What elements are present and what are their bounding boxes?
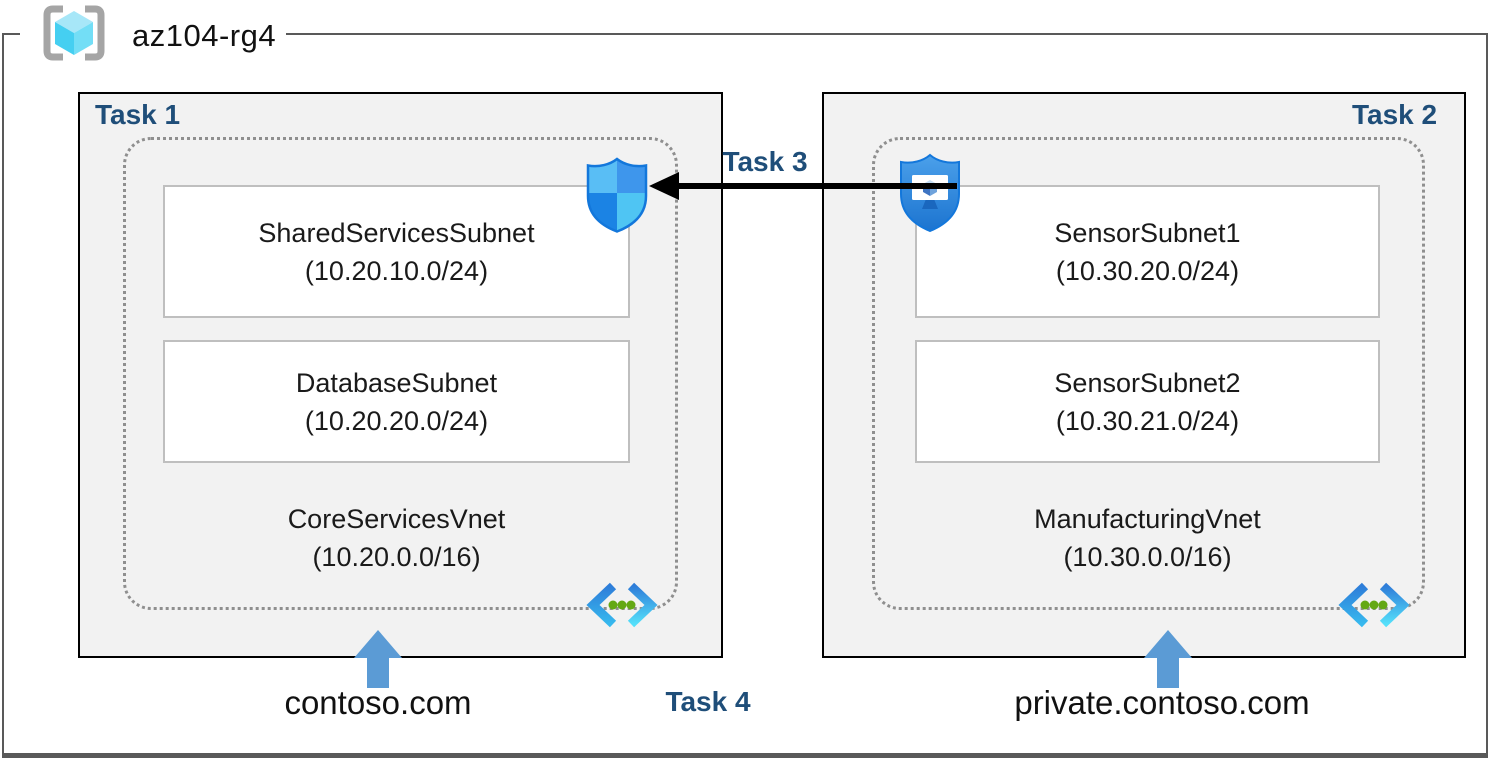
core-services-vnet-boundary: [123, 137, 678, 610]
virtual-network-icon: [1338, 582, 1410, 628]
subnet-name: DatabaseSubnet: [295, 367, 498, 398]
vnet-name: ManufacturingVnet: [1034, 504, 1261, 534]
network-security-group-shield-icon: [586, 157, 648, 233]
task1-label: Task 1: [95, 99, 181, 130]
contoso-dns-label: contoso.com: [284, 684, 472, 721]
shared-services-subnet-box: SharedServicesSubnet (10.20.10.0/24): [163, 185, 630, 318]
resource-group-name: az104-rg4: [132, 18, 277, 53]
subnet-cidr: (10.20.10.0/24): [304, 255, 489, 286]
task3-label: Task 3: [722, 146, 808, 177]
resource-group-frame: [2, 33, 1488, 758]
peering-left-arrow-icon: [649, 172, 957, 200]
private-contoso-dns-label: private.contoso.com: [1014, 684, 1310, 721]
vnet-cidr: (10.20.0.0/16): [312, 542, 481, 572]
vnet-cidr: (10.30.0.0/16): [1063, 542, 1232, 572]
virtual-network-icon: [586, 582, 658, 628]
up-arrow-icon: [354, 630, 402, 688]
resource-group-icon: [43, 5, 105, 61]
sensor-subnet2-box: SensorSubnet2 (10.30.21.0/24): [915, 340, 1380, 463]
subnet-name: SharedServicesSubnet: [258, 217, 535, 248]
core-services-vnet-label: CoreServicesVnet (10.20.0.0/16): [163, 500, 630, 576]
task2-label: Task 2: [1352, 99, 1438, 130]
subnet-name: SensorSubnet2: [1054, 367, 1241, 398]
database-subnet-box: DatabaseSubnet (10.20.20.0/24): [163, 340, 630, 463]
subnet-name: SensorSubnet1: [1054, 217, 1241, 248]
manufacturing-vnet-boundary: [872, 137, 1425, 610]
vnet-name: CoreServicesVnet: [287, 504, 506, 534]
subnet-cidr: (10.20.20.0/24): [304, 405, 489, 436]
manufacturing-vnet-label: ManufacturingVnet (10.30.0.0/16): [915, 500, 1380, 576]
sensor-subnet1-box: SensorSubnet1 (10.30.20.0/24): [915, 185, 1380, 318]
subnet-cidr: (10.30.20.0/24): [1055, 255, 1240, 286]
subnet-cidr: (10.30.21.0/24): [1055, 405, 1240, 436]
task4-label: Task 4: [665, 686, 751, 717]
up-arrow-icon: [1144, 630, 1192, 688]
